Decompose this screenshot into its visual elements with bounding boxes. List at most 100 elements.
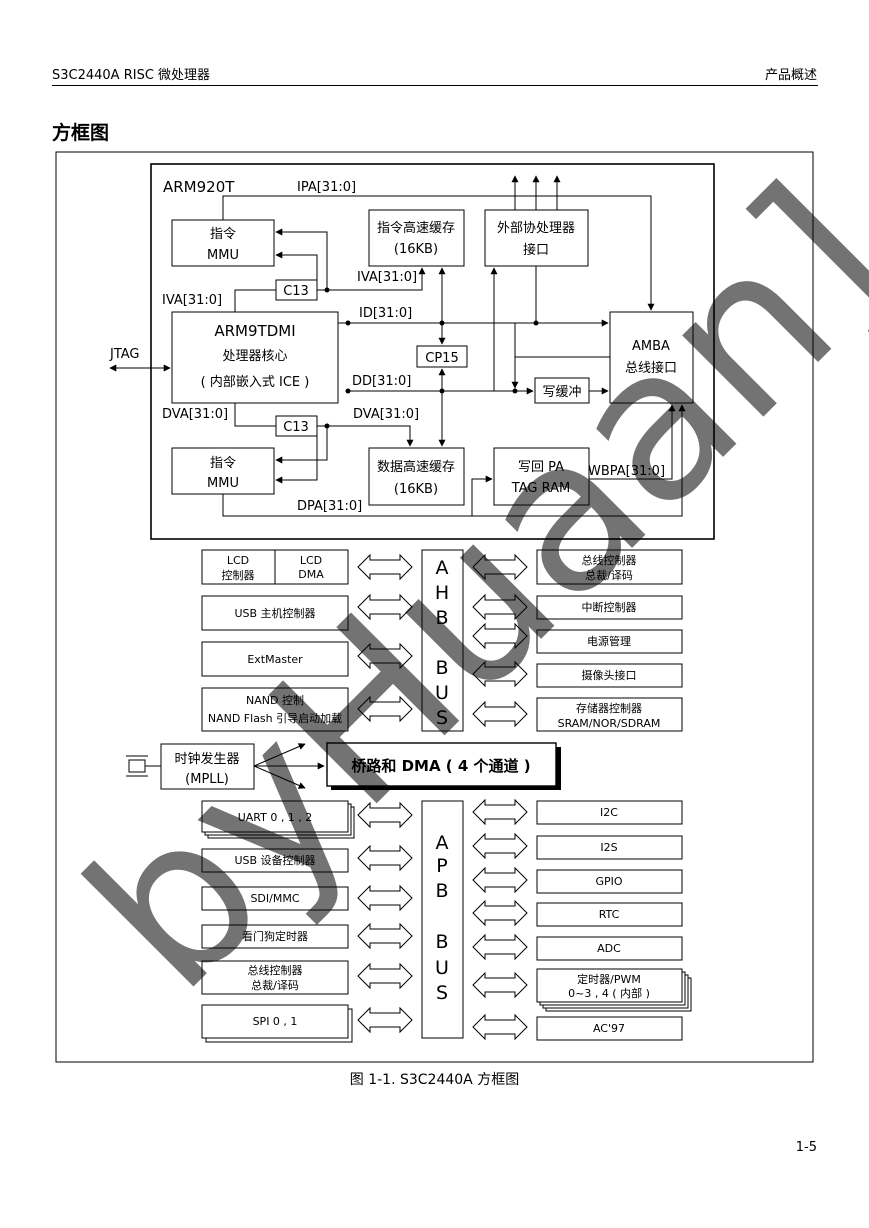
bus-arrow bbox=[472, 866, 528, 894]
arm920t-frame bbox=[150, 163, 715, 540]
sdi-mmc-block: SDI/MMC bbox=[201, 886, 349, 911]
mmu-top-block: 指令 MMU bbox=[171, 219, 275, 267]
usb-device-block: USB 设备控制器 bbox=[201, 848, 349, 873]
bus-arrow bbox=[357, 962, 413, 990]
dcache-line1: 数据高速缓存 bbox=[377, 459, 455, 475]
apb-bus-ctrl-block: 总线控制器 总裁/译码 bbox=[201, 960, 349, 995]
writeback-line1: 写回 PA bbox=[518, 460, 564, 475]
section-title: 方框图 bbox=[52, 122, 110, 144]
ahb-letter-h: H bbox=[435, 582, 449, 604]
timer-pwm-block: 定时器/PWM 0~3 , 4 ( 内部 ) bbox=[536, 968, 692, 1012]
watchdog-label: 看门狗定时器 bbox=[242, 929, 308, 943]
figure-caption: 图 1-1. S3C2440A 方框图 bbox=[349, 1072, 520, 1088]
arm9tdmi-ice: ( 内部嵌入式 ICE ) bbox=[201, 374, 310, 390]
spi-block: SPI 0 , 1 bbox=[201, 1004, 353, 1043]
c13-bottom-label: C13 bbox=[283, 420, 309, 435]
clock-arrows bbox=[253, 743, 325, 789]
lcd-ctrl-line2: 控制器 bbox=[222, 568, 255, 582]
i2s-block: I2S bbox=[536, 835, 683, 860]
bridge-dma-block: 桥路和 DMA ( 4 个通道 ) bbox=[326, 742, 561, 790]
i2c-label: I2C bbox=[600, 806, 618, 819]
write-buffer-label: 写缓冲 bbox=[542, 385, 581, 400]
amba-line2: 总线接口 bbox=[625, 360, 677, 376]
bus-arrow bbox=[472, 593, 528, 621]
bus-arrow bbox=[357, 884, 413, 912]
power-mgmt-label: 电源管理 bbox=[587, 634, 631, 648]
dd-label: DD[31:0] bbox=[352, 374, 411, 389]
arm920t-title: ARM920T bbox=[163, 178, 235, 196]
bus-arrow bbox=[472, 660, 528, 688]
apb-letter-b2: B bbox=[435, 931, 448, 953]
apb-letter-b: B bbox=[435, 880, 448, 902]
writeback-line2: TAG RAM bbox=[511, 481, 570, 496]
bus-arrow bbox=[472, 899, 528, 927]
power-mgmt-block: 电源管理 bbox=[536, 629, 683, 654]
mmu-bottom-line2: MMU bbox=[207, 476, 239, 491]
extmaster-block: ExtMaster bbox=[201, 641, 349, 677]
dva-right-label: DVA[31:0] bbox=[353, 407, 419, 422]
clock-line1: 时钟发生器 bbox=[174, 751, 239, 767]
apb-letter-a: A bbox=[436, 832, 449, 854]
memory-ctrl-line1: 存储器控制器 bbox=[576, 701, 642, 715]
bus-arrow bbox=[472, 933, 528, 961]
arm9tdmi-title: ARM9TDMI bbox=[214, 322, 295, 340]
ahb-letter-s: S bbox=[436, 707, 448, 729]
ahb-bus: A H B B U S bbox=[421, 549, 464, 732]
apb-bus: A P B B U S bbox=[421, 800, 464, 1039]
header-divider bbox=[52, 85, 818, 86]
apb-letter-u: U bbox=[435, 957, 449, 979]
lcd-dma-line1: LCD bbox=[300, 554, 322, 567]
ac97-label: AC'97 bbox=[593, 1022, 625, 1035]
lcd-ctrl-line1: LCD bbox=[227, 554, 249, 567]
ahb-bus-ctrl-line1: 总线控制器 bbox=[582, 553, 637, 567]
bus-arrow bbox=[472, 832, 528, 860]
amba-block: AMBA 总线接口 bbox=[609, 311, 694, 404]
coproc-line1: 外部协处理器 bbox=[497, 221, 575, 236]
icache-line1: 指令高速缓存 bbox=[377, 220, 455, 236]
lcd-block: LCD 控制器 LCD DMA bbox=[201, 549, 349, 585]
iva-left-label: IVA[31:0] bbox=[162, 293, 222, 308]
bus-arrow bbox=[472, 553, 528, 581]
rtc-label: RTC bbox=[599, 908, 620, 921]
ahb-letter-a: A bbox=[436, 557, 449, 579]
adc-label: ADC bbox=[597, 942, 621, 955]
junction-dots bbox=[324, 287, 539, 429]
page-number: 1-5 bbox=[795, 1140, 817, 1155]
memory-ctrl-line2: SRAM/NOR/SDRAM bbox=[558, 717, 661, 730]
apb-letter-s: S bbox=[436, 982, 448, 1004]
crystal-symbol bbox=[126, 755, 161, 777]
c13-bottom-block: C13 bbox=[275, 415, 318, 437]
memory-ctrl-block: 存储器控制器 SRAM/NOR/SDRAM bbox=[536, 697, 683, 732]
header-section: 产品概述 bbox=[764, 68, 817, 83]
iva-top-label: IVA[31:0] bbox=[357, 270, 417, 285]
dcache-line2: (16KB) bbox=[394, 482, 438, 497]
gpio-label: GPIO bbox=[595, 875, 622, 888]
ahb-bus-ctrl-block: 总线控制器 总裁/译码 bbox=[536, 549, 683, 585]
i2c-block: I2C bbox=[536, 800, 683, 825]
bus-arrow bbox=[472, 1013, 528, 1041]
core-signal-labels: IPA[31:0] IVA[31:0] IVA[31:0] ID[31:0] D… bbox=[109, 180, 665, 514]
camera-if-block: 摄像头接口 bbox=[536, 663, 683, 688]
apb-bus-ctrl-line1: 总线控制器 bbox=[248, 963, 303, 977]
mmu-top-line1: 指令 bbox=[210, 227, 236, 242]
ahb-letter-b2: B bbox=[435, 657, 448, 679]
icache-line2: (16KB) bbox=[394, 242, 438, 257]
bus-arrow bbox=[357, 801, 413, 829]
adc-block: ADC bbox=[536, 936, 683, 961]
timer-pwm-line2: 0~3 , 4 ( 内部 ) bbox=[568, 986, 650, 1000]
extmaster-label: ExtMaster bbox=[247, 653, 303, 666]
coproc-block: 外部协处理器 接口 bbox=[484, 209, 589, 267]
ipa-label: IPA[31:0] bbox=[297, 180, 356, 195]
uart-block: UART 0 , 1 , 2 bbox=[201, 800, 355, 839]
header-title: S3C2440A RISC 微处理器 bbox=[52, 68, 211, 83]
lcd-dma-line2: DMA bbox=[298, 568, 324, 581]
bus-arrow bbox=[357, 844, 413, 872]
amba-line1: AMBA bbox=[632, 339, 670, 354]
bus-arrows bbox=[357, 553, 528, 1041]
wbpa-label: WBPA[31:0] bbox=[588, 464, 665, 479]
id-label: ID[31:0] bbox=[359, 306, 412, 321]
mmu-bottom-line1: 指令 bbox=[210, 456, 236, 471]
mmu-top-line2: MMU bbox=[207, 248, 239, 263]
bus-arrow bbox=[357, 1006, 413, 1034]
